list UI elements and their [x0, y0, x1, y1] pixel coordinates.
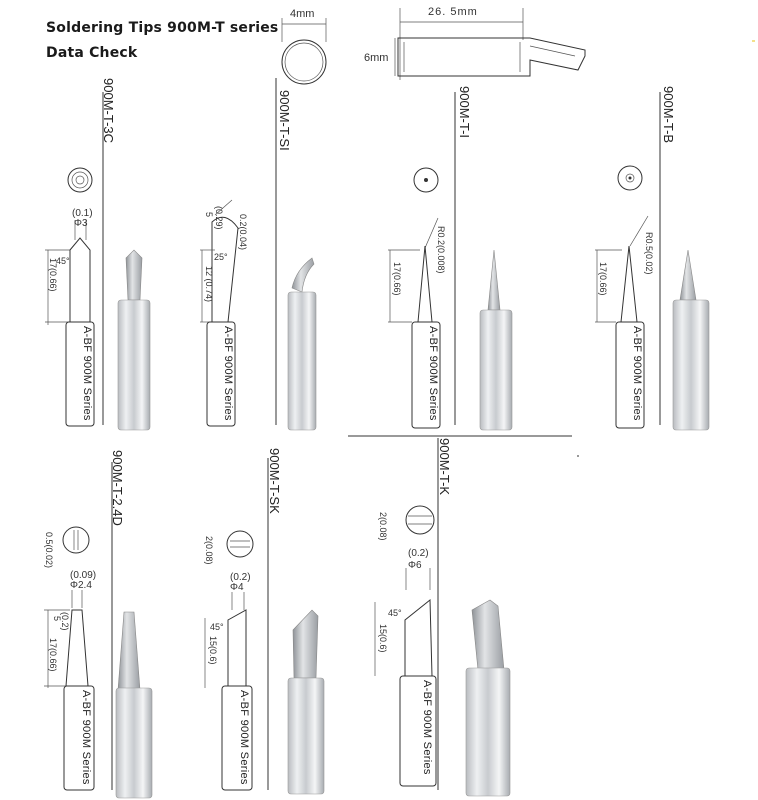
dimension-label: (0.29): [214, 206, 224, 230]
tip-si-drawing: [200, 199, 317, 431]
dimension-label: 2(0.08): [204, 536, 214, 565]
dimension-label: 17(0.66): [48, 638, 58, 672]
tip-3c-drawing: [45, 167, 151, 431]
dimension-label: Φ6: [408, 560, 422, 571]
dimension-label: 15(0.6): [378, 624, 388, 653]
dimension-label: 25°: [214, 252, 228, 262]
series-text: A-BF 900M Series: [81, 326, 93, 421]
series-text: A-BF 900M Series: [427, 326, 439, 421]
page-title: Soldering Tips 900M-T series: [46, 20, 279, 36]
dimension-label: Φ3: [74, 218, 88, 229]
dimension-label: R0.2(0.008): [436, 226, 446, 274]
dimension-label: 0.2(0.04): [238, 214, 248, 251]
dimension-label: 45°: [210, 622, 224, 632]
dimension-label: 45°: [56, 256, 70, 266]
tip-k-drawing: [374, 505, 511, 797]
length-label: 26. 5mm: [428, 6, 478, 18]
dimension-label: 5: [52, 616, 62, 622]
dimension-label: 17(0.66): [392, 262, 402, 296]
stray-mark: [577, 455, 579, 457]
dimension-label: 17(0.66): [598, 262, 608, 296]
stray-mark: [752, 40, 755, 42]
tip-2-4d-drawing: [44, 526, 153, 799]
diameter-label: 4mm: [290, 8, 315, 20]
dimension-label: 45°: [388, 608, 402, 618]
dimension-label: Φ4: [230, 582, 244, 593]
blade-side-view: [397, 37, 586, 77]
dimension-label: R0.5(0.02): [644, 232, 654, 275]
dimension-label: 5: [204, 212, 214, 218]
tip-model-label: 900M-T-B: [661, 86, 676, 144]
tip-cross-section: [281, 39, 327, 85]
dimension-label: 12 (0.74): [204, 266, 214, 303]
series-text: A-BF 900M Series: [80, 690, 92, 785]
dimension-label: 17(0.66): [48, 258, 58, 292]
dimension-label: 0.5(0.02): [44, 532, 54, 569]
height-label: 6mm: [364, 52, 389, 64]
dimension-label: (0.2): [60, 612, 70, 631]
tip-model-label: 900M-T-3C: [101, 78, 116, 144]
dimension-label: 15(0.6): [208, 636, 218, 665]
dimension-label: (0.2): [408, 548, 429, 559]
series-text: A-BF 900M Series: [222, 326, 234, 421]
dimension-label: (0.2): [230, 572, 251, 583]
series-text: A-BF 900M Series: [631, 326, 643, 421]
tip-b-drawing: [595, 165, 710, 431]
tip-i-drawing: [388, 167, 513, 431]
dimension-label: 2(0.08): [378, 512, 388, 541]
page-subtitle: Data Check: [46, 45, 138, 61]
tip-model-label: 900M-T-K: [437, 438, 452, 496]
dimension-label: (0.1): [72, 208, 93, 219]
tip-model-label: 900M-T-2.4D: [110, 450, 125, 526]
tip-model-label: 900M-T-SI: [277, 90, 292, 151]
series-text: A-BF 900M Series: [238, 690, 250, 785]
series-text: A-BF 900M Series: [421, 680, 433, 775]
tip-model-label: 900M-T-SK: [267, 448, 282, 514]
dimension-label: Φ2.4: [70, 580, 92, 591]
dimension-label: (0.09): [70, 570, 97, 581]
tip-sk-drawing: [204, 530, 325, 795]
tip-model-label: 900M-T-I: [457, 86, 472, 139]
